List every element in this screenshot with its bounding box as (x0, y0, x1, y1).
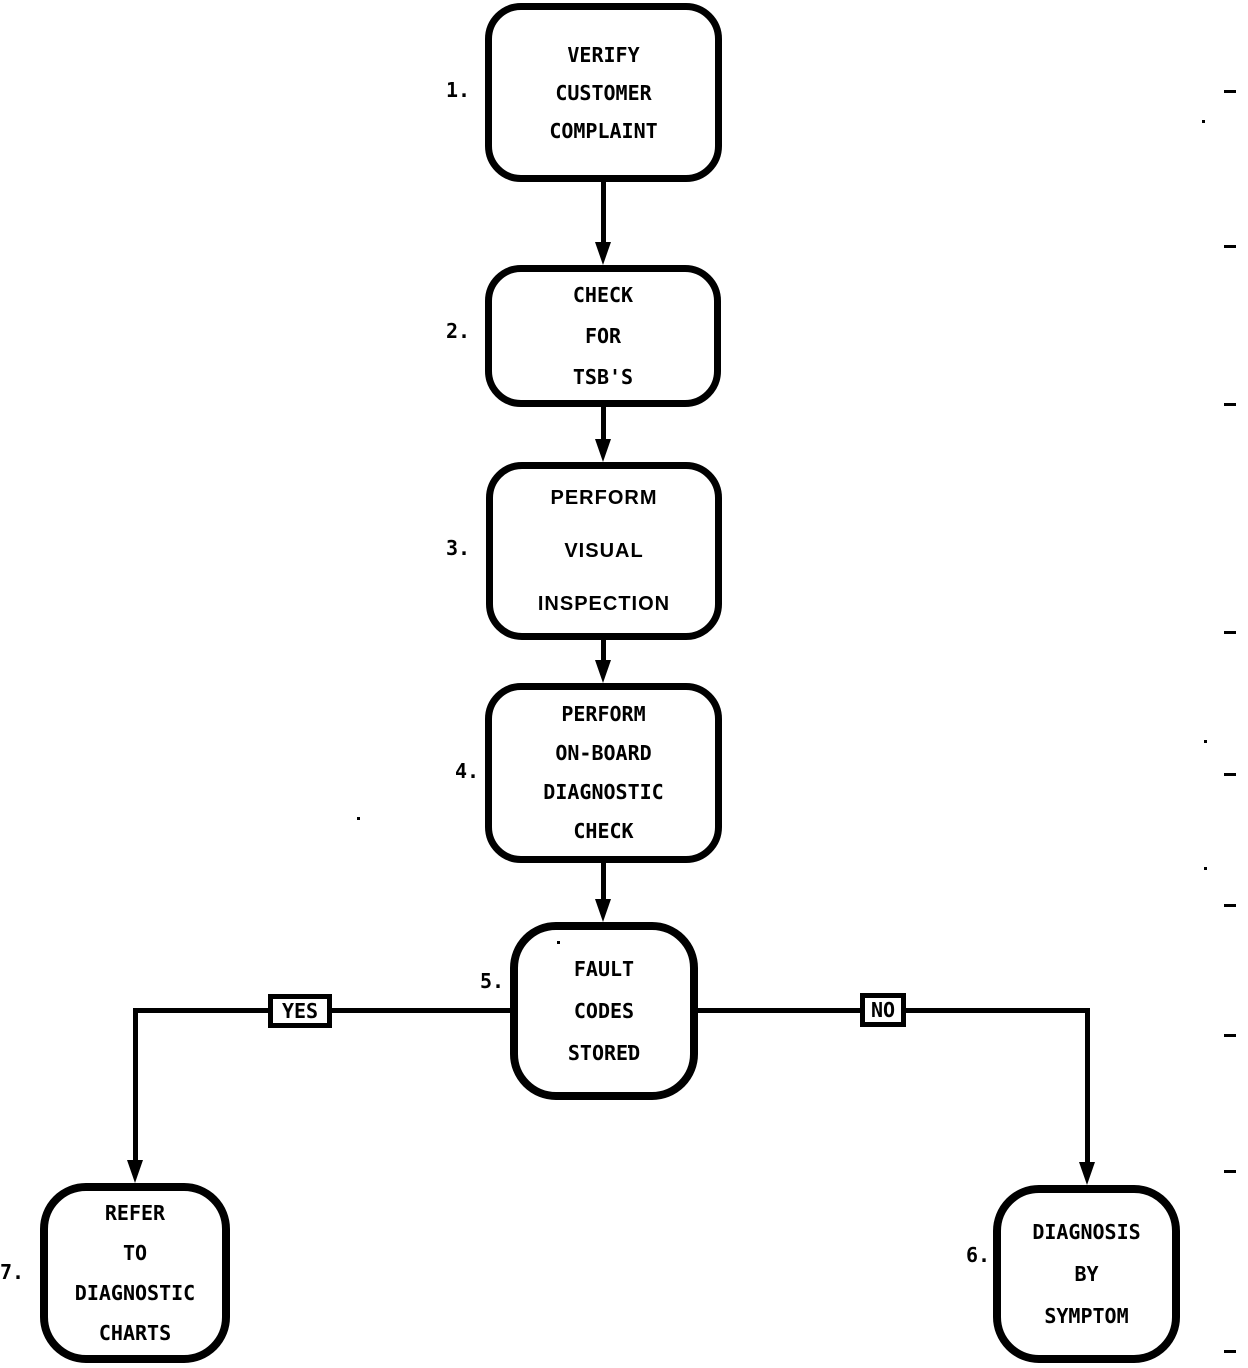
step-number-4: 4. (455, 759, 480, 783)
node-text-line: REFER (104, 1201, 166, 1225)
step-number-1: 1. (446, 78, 471, 102)
node-text-line: CHECK (572, 282, 634, 307)
node-text-line: INSPECTION (537, 592, 671, 615)
scan-artifact-dash (1224, 1034, 1236, 1037)
flow-node-check-for-tsbs: CHECK FOR TSB'S (485, 265, 721, 407)
step-number-3: 3. (446, 536, 471, 560)
node-text-line: STORED (567, 1041, 641, 1065)
flow-node-diagnosis-by-symptom: DIAGNOSIS BY SYMPTOM (993, 1185, 1180, 1363)
connector-line (601, 180, 606, 244)
scan-artifact-dash (1224, 904, 1236, 907)
arrowhead-down-icon (595, 660, 611, 683)
branch-label-yes: YES (268, 994, 332, 1028)
branch-label-no: NO (860, 993, 906, 1027)
node-text-line: TSB'S (572, 364, 634, 389)
node-text-line: DIAGNOSTIC (74, 1281, 196, 1305)
node-text-line: TO (122, 1241, 148, 1265)
connector-line (601, 405, 606, 441)
node-text-line: FOR (584, 323, 622, 348)
node-text-line: PERFORM (550, 486, 658, 509)
step-number-7: 7. (0, 1260, 25, 1284)
scan-artifact-dash (1224, 90, 1236, 93)
scan-artifact-dash (1224, 403, 1236, 406)
node-text-line: CUSTOMER (555, 80, 652, 105)
arrowhead-down-icon (1079, 1162, 1095, 1185)
step-number-2: 2. (446, 319, 471, 343)
connector-line (601, 861, 606, 899)
node-text-line: CODES (573, 999, 635, 1023)
scan-artifact-dot (357, 817, 360, 820)
node-text-line: FAULT (573, 957, 635, 981)
node-text-line: VISUAL (564, 539, 644, 562)
arrowhead-down-icon (595, 899, 611, 922)
flow-node-perform-visual-inspection: PERFORM VISUAL INSPECTION (486, 462, 722, 640)
flow-node-refer-to-diagnostic-charts: REFER TO DIAGNOSTIC CHARTS (40, 1183, 230, 1363)
node-text-line: DIAGNOSIS (1032, 1220, 1141, 1244)
scan-artifact-dash (1224, 631, 1236, 634)
connector-line-no-branch (1085, 1008, 1090, 1162)
flow-node-verify-customer-complaint: VERIFY CUSTOMER COMPLAINT (485, 3, 722, 182)
arrowhead-down-icon (595, 242, 611, 265)
step-number-6: 6. (966, 1243, 991, 1267)
no-label-text: NO (870, 998, 896, 1022)
flow-node-fault-codes-stored: FAULT CODES STORED (510, 922, 698, 1100)
arrowhead-down-icon (595, 439, 611, 462)
scan-artifact-dot (1204, 867, 1207, 870)
node-text-line: COMPLAINT (549, 118, 658, 143)
step-number-5: 5. (480, 969, 505, 993)
connector-line (601, 638, 606, 662)
scan-artifact-dot (628, 1045, 631, 1048)
scan-artifact-dash (1224, 1350, 1236, 1353)
node-text-line: CHECK (573, 819, 634, 843)
node-text-line: SYMPTOM (1044, 1304, 1129, 1328)
scan-artifact-dash (1224, 245, 1236, 248)
scan-artifact-dash (1224, 773, 1236, 776)
connector-line-yes-branch (133, 1008, 138, 1160)
flow-node-perform-onboard-diagnostic-check: PERFORM ON-BOARD DIAGNOSTIC CHECK (485, 683, 722, 863)
node-text-line: DIAGNOSTIC (543, 780, 664, 804)
node-text-line: BY (1074, 1262, 1099, 1286)
scan-artifact-dash (1224, 1170, 1236, 1173)
node-text-line: VERIFY (567, 42, 640, 67)
node-text-line: PERFORM (561, 702, 646, 726)
node-text-line: CHARTS (98, 1321, 172, 1345)
scan-artifact-dot (557, 941, 560, 944)
arrowhead-down-icon (127, 1160, 143, 1183)
node-text-line: ON-BOARD (555, 741, 652, 765)
yes-label-text: YES (281, 999, 319, 1023)
scan-artifact-dot (1204, 740, 1207, 743)
scan-artifact-dot (1202, 120, 1205, 123)
